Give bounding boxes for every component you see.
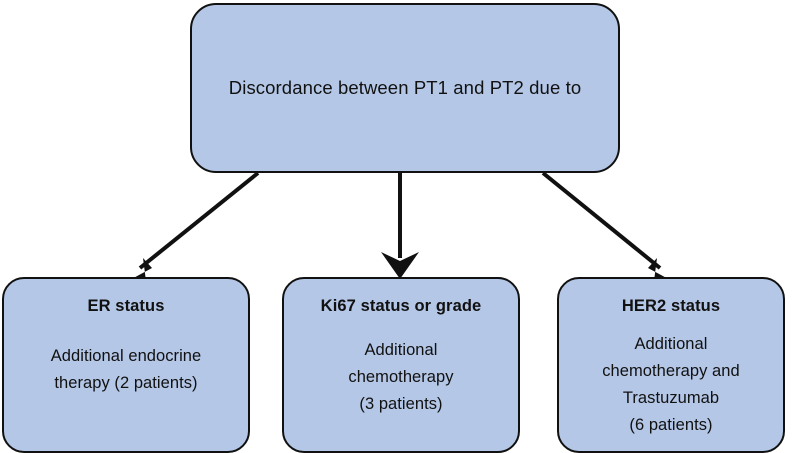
node-her2-status-title: HER2 status bbox=[621, 297, 721, 315]
node-ki67-status-body-line: Additional bbox=[364, 340, 438, 359]
node-er-status-body-line: therapy (2 patients) bbox=[54, 374, 198, 393]
node-ki67-status[interactable]: Ki67 status or grade Additional chemothe… bbox=[282, 277, 520, 453]
node-root-title: Discordance between PT1 and PT2 due to bbox=[228, 76, 582, 98]
connector-root-to-er bbox=[113, 171, 260, 289]
node-her2-status-body: Additional chemotherapy and Trastuzumab … bbox=[602, 331, 739, 440]
node-her2-status-body-line: Additional bbox=[634, 334, 708, 353]
node-ki67-status-body-line: (3 patients) bbox=[359, 395, 443, 414]
node-her2-status-body-line: chemotherapy and bbox=[602, 362, 740, 381]
node-her2-status[interactable]: HER2 status Additional chemotherapy and … bbox=[557, 277, 785, 453]
node-her2-status-body-line: Trastuzumab bbox=[622, 389, 720, 408]
node-her2-status-body-line: (6 patients) bbox=[629, 416, 713, 435]
node-er-status-title: ER status bbox=[87, 297, 165, 315]
node-root[interactable]: Discordance between PT1 and PT2 due to bbox=[190, 3, 620, 173]
node-er-status-body-line: Additional endocrine bbox=[50, 346, 202, 365]
node-er-status-body: Additional endocrine therapy (2 patients… bbox=[51, 343, 202, 397]
node-ki67-status-title: Ki67 status or grade bbox=[320, 297, 482, 315]
node-er-status[interactable]: ER status Additional endocrine therapy (… bbox=[2, 277, 250, 453]
connector-root-to-her2 bbox=[541, 171, 687, 289]
connector-root-to-ki67 bbox=[381, 173, 419, 279]
node-ki67-status-body: Additional chemotherapy (3 patients) bbox=[348, 337, 453, 419]
node-ki67-status-body-line: chemotherapy bbox=[348, 368, 454, 387]
